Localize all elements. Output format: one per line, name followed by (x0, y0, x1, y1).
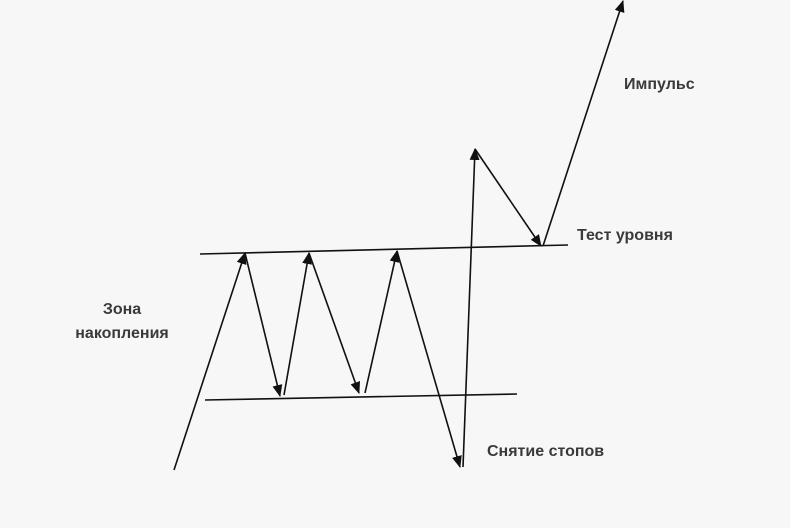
level-test-label: Тест уровня (577, 227, 673, 244)
price-arrow-6 (396, 250, 462, 468)
accumulation-zone-label-line1: Зона (102, 301, 142, 318)
price-arrow-5 (364, 250, 400, 394)
price-arrow-7 (462, 148, 480, 468)
price-arrow-1 (173, 252, 247, 471)
stop-hunt-label: Снятие стопов (487, 443, 605, 460)
impulse-label: Импульс (624, 76, 695, 93)
price-arrow-4 (308, 252, 361, 394)
price-arrow-8 (474, 148, 542, 247)
price-arrow-2 (244, 252, 283, 397)
price-arrow-9 (542, 0, 625, 247)
support-level-line (204, 393, 518, 401)
accumulation-zone-label-line2: накопления (75, 325, 169, 342)
price-arrow-3 (283, 252, 313, 396)
resistance-level-line (199, 244, 569, 255)
accumulation-zone-label: Зона накопления (52, 298, 192, 346)
